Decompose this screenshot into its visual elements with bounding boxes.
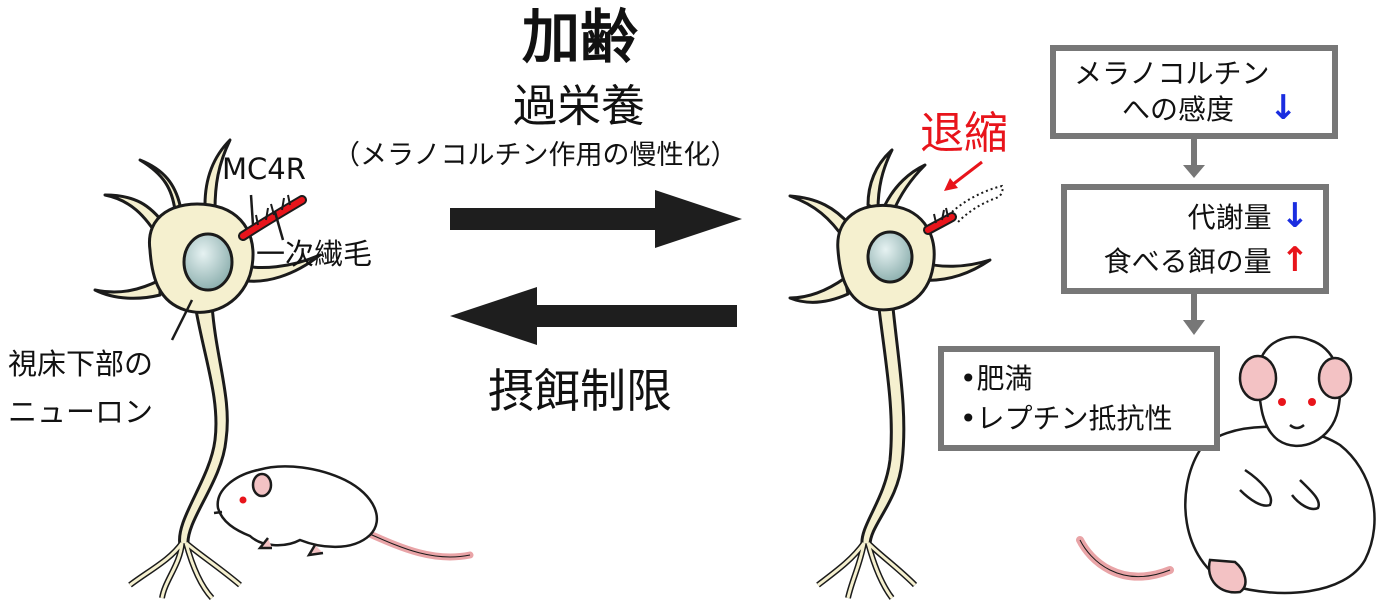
obese-mouse-illustration: [1076, 335, 1376, 595]
forward-arrow: [450, 190, 742, 248]
reverse-arrow: [450, 287, 737, 345]
obesity-item: •肥満: [960, 361, 1033, 395]
primary-cilium-label: 一次繊毛: [256, 237, 373, 271]
flow-box-sensitivity: メラノコルチン への感度 ↓: [1050, 45, 1338, 139]
melanocortin-subtitle: （メラノコルチン作用の慢性化）: [333, 140, 738, 171]
hypothalamic-neuron-label-line1: 視床下部の: [8, 347, 154, 381]
left-primary-cilium: [170, 194, 307, 341]
food-restriction-label: 摂餌制限: [488, 364, 672, 418]
lean-mouse-illustration: [213, 465, 474, 561]
hypothalamic-neuron-label-line2: ニューロン: [8, 395, 154, 429]
flow-arrows: [1183, 138, 1205, 335]
left-neuron: [93, 138, 322, 601]
sensitivity-line1: メラノコルチン: [1074, 57, 1270, 90]
flow-box-outcomes: •肥満 •レプチン抵抗性: [938, 346, 1220, 451]
flow-box-metabolism: 代謝量 ↓ 食べる餌の量 ↑: [1061, 184, 1329, 294]
retraction-label: 退縮: [920, 108, 1008, 159]
metabolism-label: 代謝量: [1187, 201, 1272, 234]
down-arrow-icon: ↓: [1268, 88, 1298, 128]
leptin-resistance-item: •レプチン抵抗性: [960, 401, 1173, 435]
food-intake-label: 食べる餌の量: [1103, 245, 1272, 278]
up-arrow-icon: ↑: [1280, 240, 1310, 280]
right-retracted-cilium: [923, 160, 1004, 235]
mc4r-label: MC4R: [222, 152, 306, 186]
right-neuron: [788, 148, 992, 600]
overnutrition-title: 過栄養: [513, 81, 645, 132]
down-arrow-icon: ↓: [1280, 196, 1310, 236]
aging-title: 加齢: [522, 3, 639, 71]
sensitivity-line2: への感度: [1122, 93, 1235, 126]
